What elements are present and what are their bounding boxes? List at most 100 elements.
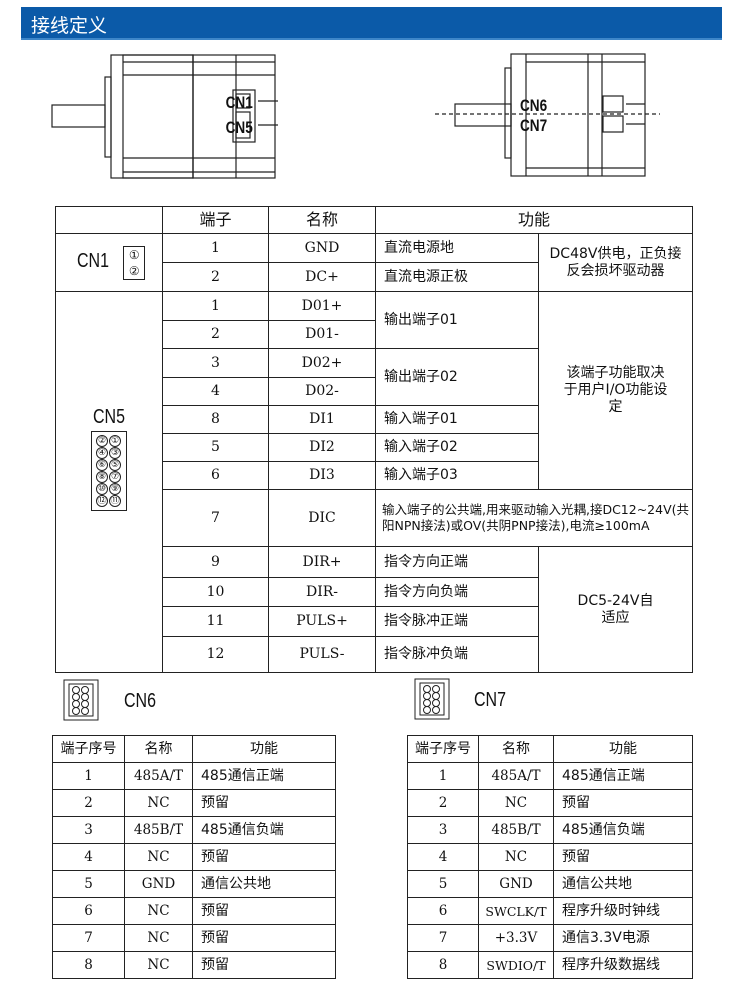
terminal-function: 程序升级数据线	[553, 951, 693, 979]
terminal-name: DIC	[268, 489, 376, 547]
terminal-name: PULS+	[268, 606, 376, 637]
cn5-pin: ⑦	[109, 471, 121, 483]
terminal-number: 10	[162, 577, 269, 607]
cn1-pin: ②	[128, 263, 140, 278]
cn5-pin: ③	[109, 447, 121, 459]
terminal-number: 3	[162, 348, 269, 378]
terminal-number: 5	[162, 433, 269, 462]
section-header: 接线定义	[21, 7, 722, 40]
terminal-number: 1	[162, 291, 269, 321]
terminal-function: 输入端子的公共端,用来驱动输入光耦,接DC12~24V(共阳NPN接法)或OV(…	[374, 489, 694, 547]
terminal-number: 6	[52, 897, 125, 925]
terminal-name: 485B/T	[478, 816, 554, 844]
cn5-pin: ⑨	[109, 483, 121, 495]
cn5-pin: ⑤	[109, 459, 121, 471]
terminal-number: 8	[52, 951, 125, 979]
header-terminal-no: 端子序号	[52, 735, 125, 763]
terminal-name: GND	[124, 870, 193, 898]
terminal-function: 输入端子02	[375, 433, 539, 462]
terminal-name: SWDIO/T	[478, 951, 554, 979]
terminal-number: 7	[52, 924, 125, 952]
terminal-name: GND	[268, 233, 376, 263]
terminal-function: 预留	[192, 951, 336, 979]
terminal-name: DI1	[268, 405, 376, 434]
cn5-pin: ⑧	[96, 471, 108, 483]
terminal-name: NC	[478, 843, 554, 871]
terminal-number: 8	[407, 951, 479, 979]
terminal-name: PULS-	[268, 636, 376, 673]
terminal-name: NC	[478, 789, 554, 817]
cn6-callout: CN6	[520, 97, 547, 116]
cn7-label: CN7	[474, 689, 507, 711]
terminal-name: D02-	[268, 377, 376, 406]
terminal-function: 预留	[192, 897, 336, 925]
header-terminal: 端子	[162, 206, 269, 234]
terminal-function: 预留	[553, 843, 693, 871]
terminal-function: 直流电源正极	[375, 262, 539, 292]
terminal-number: 3	[52, 816, 125, 844]
terminal-name: 485A/T	[124, 762, 193, 790]
terminal-function: 预留	[192, 924, 336, 952]
terminal-function: 输出端子01	[375, 291, 539, 349]
terminal-number: 5	[52, 870, 125, 898]
terminal-name: NC	[124, 843, 193, 871]
terminal-function: 输出端子02	[375, 348, 539, 406]
motor-drawing-left: CN1 CN5	[51, 54, 278, 179]
terminal-name: +3.3V	[478, 924, 554, 952]
header-name: 名称	[124, 735, 193, 763]
io-function-note: 该端子功能取决于用户I/O功能设定	[537, 291, 694, 490]
terminal-number: 4	[407, 843, 479, 871]
terminal-function: 指令方向负端	[375, 577, 539, 607]
cn6-label: CN6	[124, 690, 157, 712]
terminal-number: 2	[162, 320, 269, 349]
terminal-function: 485通信负端	[553, 816, 693, 844]
terminal-function: 预留	[553, 789, 693, 817]
terminal-name: D01-	[268, 320, 376, 349]
header-function: 功能	[192, 735, 336, 763]
terminal-name: GND	[478, 870, 554, 898]
terminal-function: 485通信负端	[192, 816, 336, 844]
terminal-name: NC	[124, 897, 193, 925]
cn5-pin: ⑪	[109, 495, 121, 507]
cn1-callout: CN1	[226, 94, 254, 113]
header-connector	[55, 206, 163, 234]
terminal-number: 7	[407, 924, 479, 952]
terminal-name: SWCLK/T	[478, 897, 554, 925]
terminal-function: 指令脉冲正端	[375, 606, 539, 637]
terminal-function: 输入端子01	[375, 405, 539, 434]
cn7-connector-icon	[413, 677, 451, 727]
header-function: 功能	[374, 206, 694, 234]
terminal-number: 6	[162, 461, 269, 490]
cn5-pin: ⑩	[96, 483, 108, 495]
terminal-name: NC	[124, 789, 193, 817]
terminal-number: 8	[162, 405, 269, 434]
terminal-name: 485B/T	[124, 816, 193, 844]
terminal-function: 通信公共地	[192, 870, 336, 898]
